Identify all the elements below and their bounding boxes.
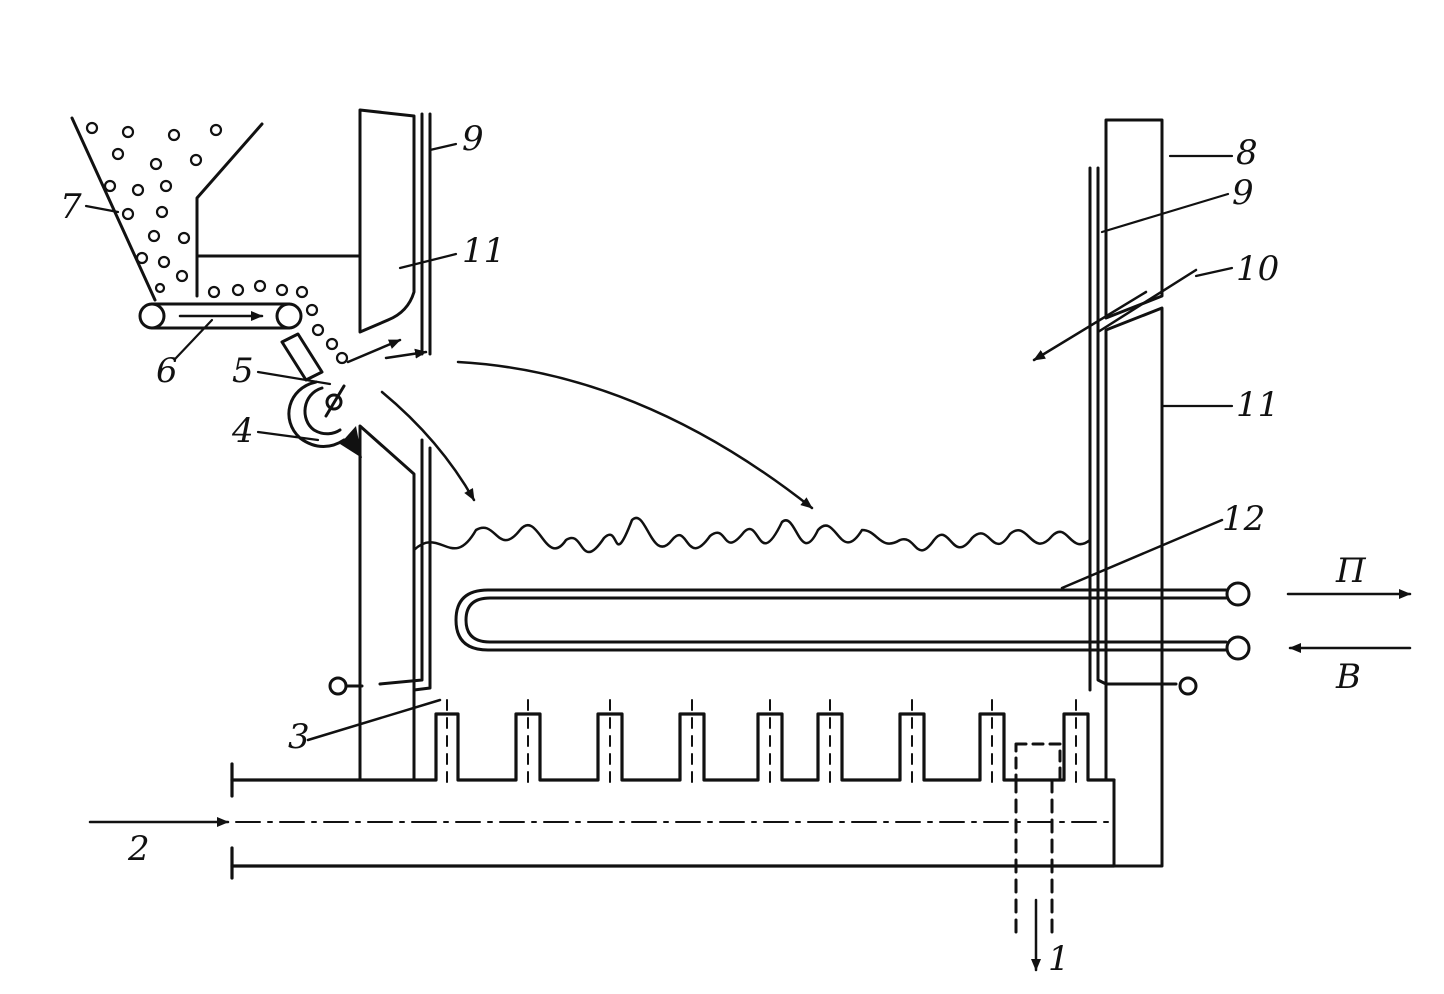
- label-spreader-casing: 4: [231, 411, 254, 451]
- feeder-belt: [138, 302, 303, 330]
- label-water-wall-right: 9: [1232, 173, 1254, 213]
- label-air-inlet: 2: [127, 829, 150, 869]
- water-wall-right: [1088, 166, 1198, 696]
- label-outlet: 1: [1048, 939, 1070, 979]
- discharge-outlet: [1014, 742, 1062, 972]
- fuel-spreader: [280, 332, 362, 458]
- air-plenum: [88, 762, 1116, 880]
- leader-lines: [84, 142, 1234, 442]
- insulation-right: [1096, 118, 1198, 868]
- label-insulation-right: 11: [1236, 385, 1279, 425]
- label-furnace-space: 8: [1236, 133, 1258, 173]
- label-water-in: В: [1335, 657, 1361, 697]
- insulation-left: [358, 108, 416, 782]
- label-steam-out: П: [1335, 551, 1367, 591]
- flame-line: [412, 516, 1092, 554]
- label-grate-nozzles: 3: [288, 717, 310, 757]
- fuel-particles: [85, 121, 349, 365]
- label-spreader-rotor: 5: [232, 351, 254, 391]
- label-fuel-hopper: 7: [60, 187, 82, 227]
- label-immersed-coil: 12: [1222, 499, 1265, 539]
- fuel-trajectories: [346, 290, 1148, 510]
- immersed-coil: [454, 518, 1251, 661]
- label-water-wall-left: 9: [462, 119, 484, 159]
- water-wall-left: [328, 112, 432, 696]
- label-insulation-left: 11: [462, 231, 505, 271]
- label-feeder-belt: 6: [156, 351, 178, 391]
- grate-nozzles: [230, 698, 1116, 791]
- fuel-hopper: [70, 116, 362, 365]
- label-secondary-air: 10: [1236, 249, 1279, 289]
